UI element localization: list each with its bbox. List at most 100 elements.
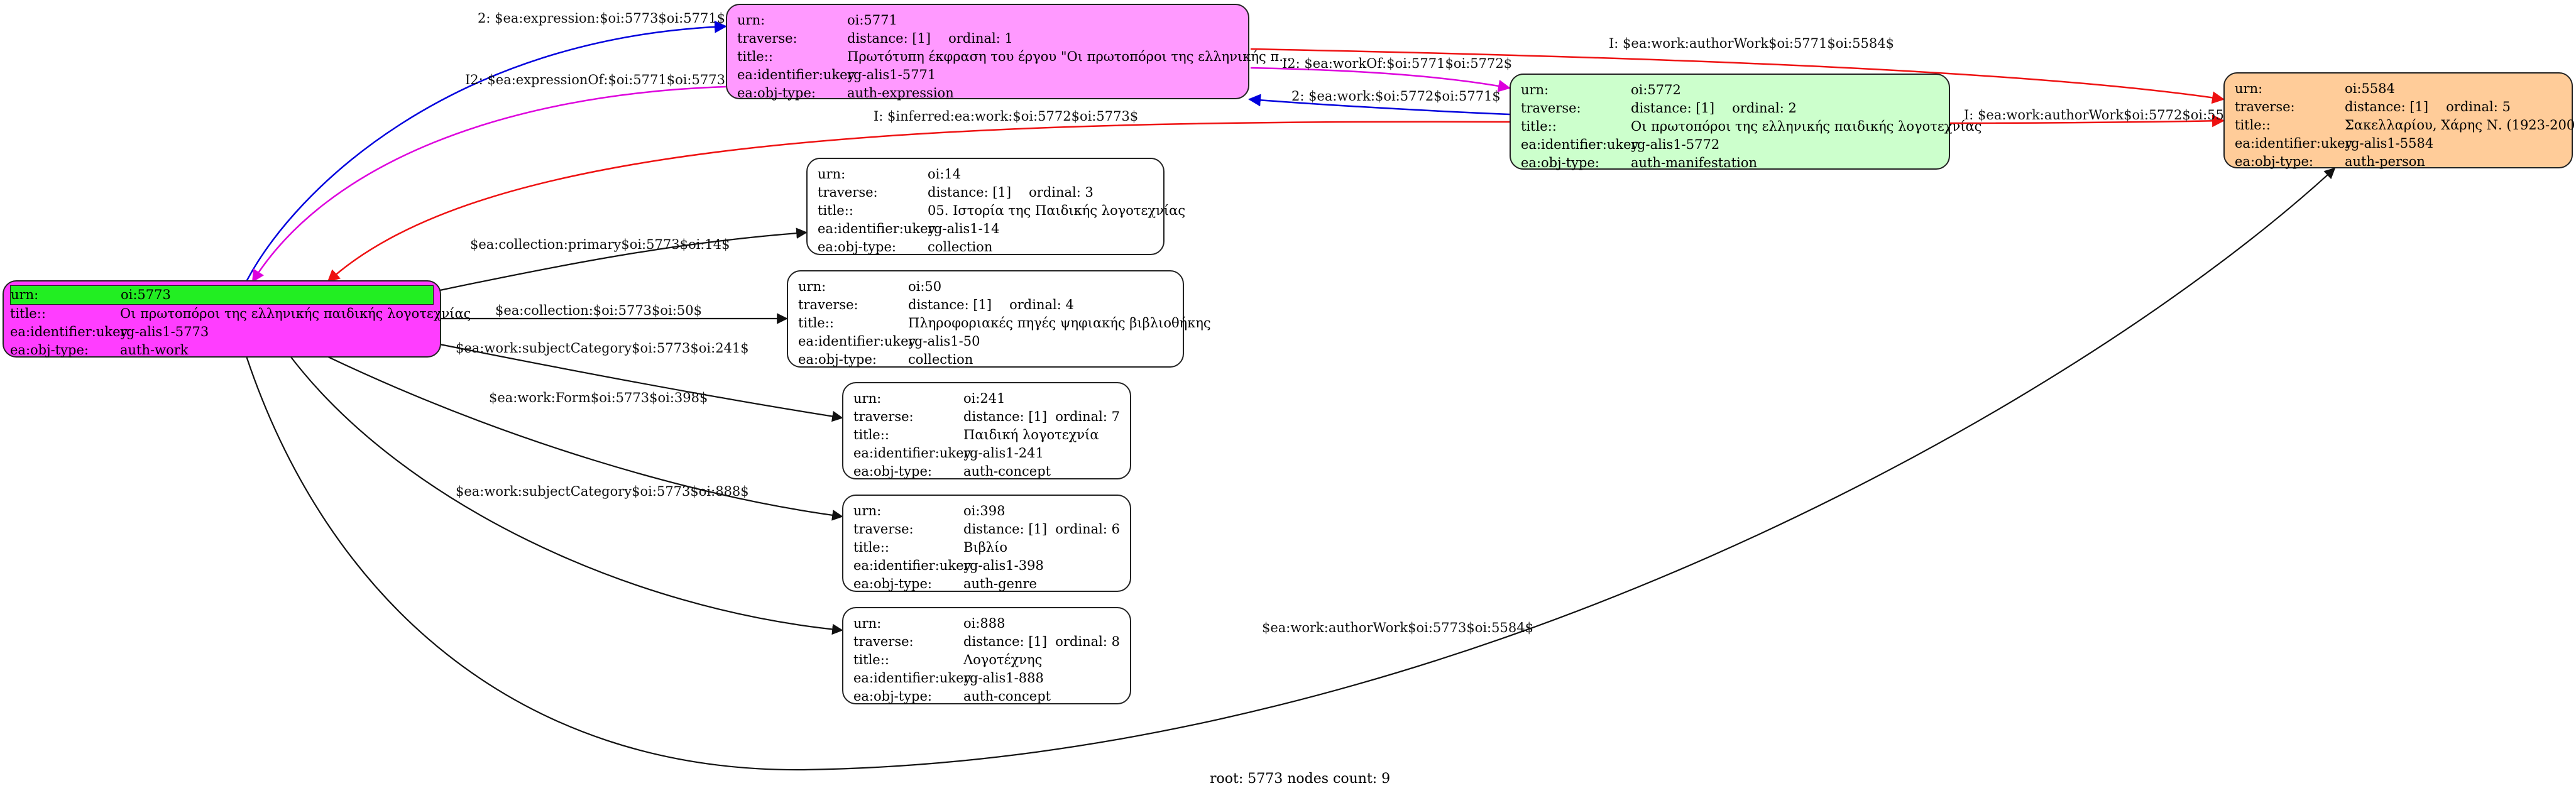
- edge-work-of: [1250, 67, 1511, 92]
- node-50[interactable]: urn: oi:50 traverse: distance: [1] ordinal:…: [787, 270, 1211, 368]
- urn-value: oi:241: [963, 391, 1006, 406]
- title-label: title::: [737, 49, 773, 64]
- node-888[interactable]: urn:oi:888 traverse:distance: [1]ordinal…: [842, 607, 1131, 704]
- edge-collection-primary: [439, 227, 808, 292]
- node-5772[interactable]: urn:oi:5772 traverse:distance: [1]ordina…: [1510, 74, 1981, 170]
- objtype-value: collection: [928, 239, 993, 254]
- objtype-value: auth-person: [2345, 154, 2425, 169]
- objtype-label: ea:obj-type:: [853, 689, 932, 704]
- urn-value: oi:50: [908, 279, 942, 294]
- objtype-value: auth-expression: [847, 85, 954, 101]
- edge-label: $ea:work:subjectCategory$oi:5773$oi:241$: [456, 341, 749, 356]
- ordinal-value: ordinal: 8: [1055, 634, 1120, 649]
- edge-label: $ea:collection:$oi:5773$oi:50$: [495, 303, 702, 318]
- title-label: title::: [818, 203, 853, 218]
- distance-value: distance: [1]: [1631, 101, 1715, 116]
- ordinal-value: ordinal: 2: [1732, 101, 1797, 116]
- node-5771[interactable]: urn:oi:5771 traverse:distance: [1]ordina…: [726, 4, 1291, 101]
- objtype-label: ea:obj-type:: [2235, 154, 2313, 169]
- objtype-value: auth-concept: [963, 464, 1051, 479]
- edge-label: $ea:collection:primary$oi:5773$oi:14$: [470, 237, 730, 252]
- ordinal-value: ordinal: 7: [1055, 409, 1120, 424]
- urn-value: oi:14: [928, 167, 962, 182]
- ordinal-value: ordinal: 4: [1009, 297, 1074, 312]
- node-241[interactable]: urn: oi:241 traverse: distance: [1] ordinal…: [842, 382, 1131, 479]
- objtype-label: ea:obj-type:: [1521, 155, 1599, 170]
- urn-value: oi:5773: [121, 287, 171, 302]
- edge-expression-of: [251, 85, 726, 283]
- ordinal-value: ordinal: 1: [948, 31, 1013, 46]
- edge-label: I2: $ea:expressionOf:$oi:5771$oi:5773$: [465, 72, 733, 87]
- objtype-value: auth-work: [120, 342, 189, 358]
- title-label: title::: [10, 306, 46, 321]
- title-value: Παιδική λογοτεχνία: [963, 427, 1099, 442]
- edge-label: 2: $ea:work:$oi:5772$oi:5771$: [1291, 89, 1501, 104]
- title-value: Πρωτότυπη έκφραση του έργου "Οι πρωτοπόρ…: [847, 49, 1292, 64]
- ukey-label: ea:identifier:ukey: [818, 221, 936, 236]
- title-value: Λογοτέχνης: [963, 652, 1043, 667]
- node-14[interactable]: urn:oi:14 traverse:distance: [1]ordinal:…: [806, 158, 1185, 255]
- ukey-value: rg-alis1-5771: [847, 67, 936, 82]
- urn-label: urn:: [853, 391, 882, 406]
- ukey-value: rg-alis1-5584: [2345, 136, 2434, 151]
- urn-label: urn:: [818, 167, 846, 182]
- title-value: Βιβλίο: [963, 540, 1007, 555]
- title-label: title::: [2235, 118, 2271, 133]
- distance-value: distance: [1]: [928, 185, 1012, 200]
- node-398[interactable]: urn:oi:398 traverse:distance: [1]ordinal…: [842, 495, 1131, 592]
- objtype-value: auth-concept: [963, 689, 1051, 704]
- ukey-value: rg-alis1-50: [908, 334, 980, 349]
- urn-value: oi:5772: [1631, 82, 1681, 97]
- ukey-label: ea:identifier:ukey: [853, 446, 972, 461]
- distance-value: distance: [1]: [963, 409, 1048, 424]
- traverse-label: traverse:: [853, 409, 914, 424]
- urn-label: urn:: [853, 503, 882, 518]
- traverse-label: traverse:: [737, 31, 797, 46]
- ukey-label: ea:identifier:ukey: [737, 67, 855, 82]
- node-5584[interactable]: urn:oi:5584 traverse:distance: [1]ordina…: [2223, 72, 2576, 169]
- edge-subject-241: [439, 343, 843, 422]
- edge-inferred-work: [327, 121, 1510, 283]
- urn-label: urn:: [798, 279, 826, 294]
- objtype-label: ea:obj-type:: [818, 239, 896, 254]
- urn-label: urn:: [737, 13, 765, 28]
- ukey-value: rg-alis1-14: [928, 221, 1000, 236]
- title-label: title::: [853, 540, 889, 555]
- traverse-label: traverse:: [853, 634, 914, 649]
- urn-label: urn:: [1521, 82, 1549, 97]
- objtype-value: auth-manifestation: [1631, 155, 1758, 170]
- title-value: Πληροφοριακές πηγές ψηφιακής βιβλιοθήκης: [908, 315, 1211, 331]
- title-value: 05. Ιστορία της Παιδικής λογοτεχνίας: [928, 203, 1186, 218]
- ordinal-value: ordinal: 5: [2446, 99, 2511, 114]
- objtype-label: ea:obj-type:: [10, 342, 89, 358]
- ukey-label: ea:identifier:ukey: [10, 324, 128, 339]
- root-header-row: urn: oi:5773: [10, 285, 434, 305]
- ukey-label: ea:identifier:ukey: [798, 334, 916, 349]
- urn-value: oi:5584: [2345, 81, 2395, 96]
- edge-label: $ea:work:authorWork$oi:5773$oi:5584$: [1262, 620, 1533, 635]
- node-root-5773[interactable]: urn: oi:5773 title::Οι πρωτοπόροι της ελ…: [3, 280, 471, 358]
- urn-label: urn:: [853, 616, 882, 631]
- edge-label: I: $ea:work:authorWork$oi:5772$oi:5584$: [1964, 107, 2249, 123]
- urn-label: urn:: [2235, 81, 2263, 96]
- ukey-value: rg-alis1-398: [963, 558, 1044, 573]
- ukey-label: ea:identifier:ukey: [2235, 136, 2353, 151]
- edge-label: I2: $ea:workOf:$oi:5771$oi:5772$: [1282, 56, 1512, 71]
- traverse-label: traverse:: [853, 522, 914, 537]
- edge-work: [1248, 94, 1510, 116]
- edge-expression: [245, 20, 727, 282]
- edge-author-work-5771: [1250, 48, 2225, 104]
- edge-label: I: $ea:work:authorWork$oi:5771$oi:5584$: [1609, 36, 1894, 51]
- edge-label: I: $inferred:ea:work:$oi:5772$oi:5773$: [874, 109, 1138, 124]
- edge-author-work-5772: [1949, 114, 2225, 128]
- objtype-label: ea:obj-type:: [853, 464, 932, 479]
- ukey-value: rg-alis1-5772: [1631, 137, 1720, 152]
- distance-value: distance: [1]: [2345, 99, 2429, 114]
- objtype-value: auth-genre: [963, 576, 1037, 591]
- urn-value: oi:888: [963, 616, 1006, 631]
- ukey-label: ea:identifier:ukey: [853, 670, 972, 686]
- distance-value: distance: [1]: [908, 297, 992, 312]
- title-label: title::: [853, 652, 889, 667]
- traverse-label: traverse:: [798, 297, 858, 312]
